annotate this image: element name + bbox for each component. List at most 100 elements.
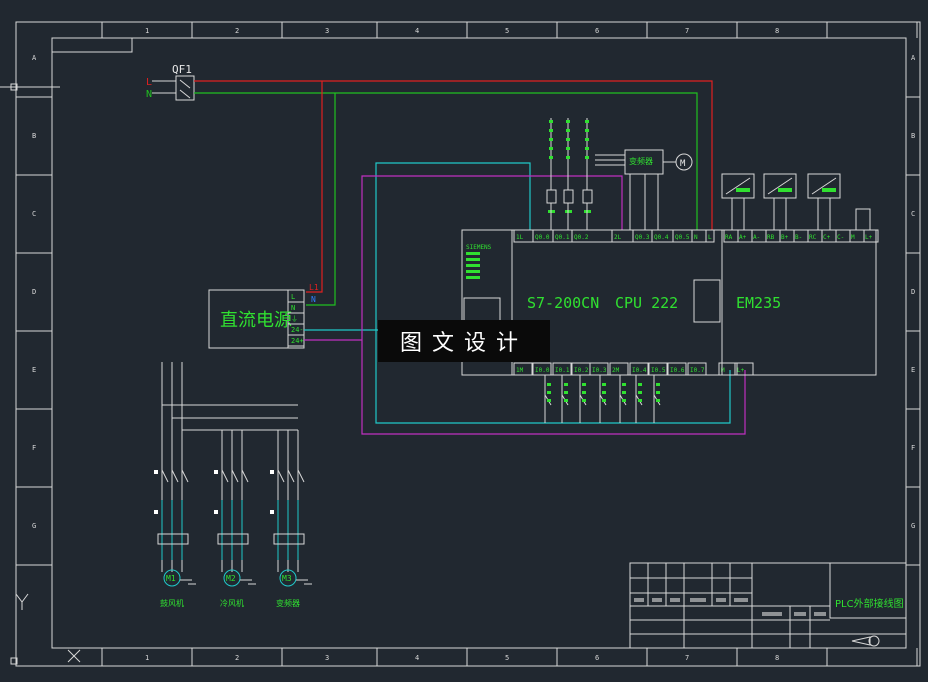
- module-terminal-label: A+: [739, 234, 747, 241]
- module-terminal-label: RC: [809, 234, 817, 241]
- module-terminal-label: B+: [781, 234, 789, 241]
- inverter-label: 变频器: [629, 156, 653, 166]
- plc-cpu: CPU 222: [615, 294, 678, 312]
- watermark: 图文设计: [378, 320, 550, 362]
- plc-top-terminal-label: 2L: [614, 234, 622, 241]
- psu-terminal-label: L: [291, 293, 295, 301]
- breaker-label: QF1: [172, 63, 192, 76]
- motor-id: M3: [282, 574, 292, 583]
- wire-n-psu: [306, 93, 336, 306]
- plc-bottom-terminal-label: M: [721, 367, 725, 374]
- row-letter-left: D: [32, 288, 36, 296]
- row-letter-right: A: [911, 54, 916, 62]
- plc-bottom-terminal-label: L+: [737, 367, 745, 374]
- col-number-bottom: 5: [505, 654, 509, 662]
- plc-model: S7-200CN: [527, 294, 599, 312]
- motor-caption: 冷风机: [220, 598, 244, 608]
- plc-bottom-terminal-label: I0.1: [555, 367, 570, 374]
- module-terminal-label: M: [851, 234, 855, 241]
- psu-terminals: LN ⏚ 24- 24+: [288, 293, 304, 347]
- row-letter-left: G: [32, 522, 36, 530]
- plc-bottom-terminal-label: I0.5: [651, 367, 666, 374]
- plc-bottom-terminal-label: I0.0: [535, 367, 550, 374]
- col-number-bottom: 8: [775, 654, 779, 662]
- col-number-top: 7: [685, 27, 689, 35]
- relay-coil: [582, 189, 593, 204]
- col-number-top: 3: [325, 27, 329, 35]
- module-terminal-label: A-: [753, 234, 760, 241]
- col-number-bottom: 2: [235, 654, 239, 662]
- plc-cpu222: SIEMENS S7-200CN CPU 222 1L Q0.0 Q0.1 Q0.2 2…: [461, 229, 754, 376]
- relay-coil: [546, 189, 557, 204]
- line-n-label: N: [146, 89, 152, 100]
- plc-bottom-terminal-label: I0.6: [670, 367, 685, 374]
- motor-symbol: [163, 569, 181, 587]
- inverter-motor: M: [680, 159, 686, 169]
- plc-bottom-terminal-label: I0.7: [690, 367, 705, 374]
- psu-terminal-label: ⏚: [291, 315, 298, 323]
- plc-bottom-terminal-label: I0.2: [574, 367, 589, 374]
- col-number-bottom: 6: [595, 654, 599, 662]
- module-terminal-label: C+: [823, 234, 831, 241]
- module-terminal-label: B-: [795, 234, 802, 241]
- psu-terminal-label: N: [291, 304, 295, 312]
- row-letter-right: G: [911, 522, 915, 530]
- col-number-top: 6: [595, 27, 599, 35]
- plc-top-terminal-label: Q0.1: [555, 234, 570, 241]
- title-block: PLC外部接线图: [629, 562, 907, 649]
- col-number-bottom: 3: [325, 654, 329, 662]
- module-terminals: RA A+ A- RB B+ B- RC C+ C- M L+: [723, 229, 879, 243]
- psu-terminal-label: 24-: [291, 326, 304, 334]
- wire-tag-l1: L1: [309, 283, 319, 292]
- module-terminal-label: C-: [837, 234, 844, 241]
- psu-terminal-label: 24+: [291, 337, 304, 345]
- outer-frame: [15, 21, 921, 667]
- inner-frame: [51, 37, 907, 649]
- motor-id: M2: [226, 574, 236, 583]
- plc-top-terminal-label: Q0.0: [535, 234, 550, 241]
- wire-tag-n: N: [311, 295, 316, 304]
- plc-top-terminal-label: Q0.5: [675, 234, 690, 241]
- plc-brand: SIEMENS: [466, 244, 492, 251]
- line-l-label: L: [146, 77, 152, 88]
- row-letter-right: E: [911, 366, 915, 374]
- drawing-title: PLC外部接线图: [835, 597, 904, 610]
- plc-top-terminal-label: 1L: [516, 234, 524, 241]
- col-number-top: 2: [235, 27, 239, 35]
- row-letter-left: A: [32, 54, 37, 62]
- row-letter-right: C: [911, 210, 915, 218]
- row-letter-left: F: [32, 444, 36, 452]
- col-number-bottom: 4: [415, 654, 419, 662]
- col-number-top: 8: [775, 27, 779, 35]
- motor-caption: 鼓风机: [160, 598, 184, 608]
- transducer-box: [721, 173, 755, 199]
- plc-top-terminal-label: Q0.2: [574, 234, 589, 241]
- plc-top-terminal-label: L: [708, 234, 712, 241]
- em235-module: EM235 RA A+ A- RB B+ B- RC C+ C- M L+: [721, 173, 879, 376]
- row-letter-left: E: [32, 366, 36, 374]
- motor-id: M1: [166, 574, 176, 583]
- transducer-box: [807, 173, 841, 199]
- plc-bottom-terminal-label: 1M: [516, 367, 524, 374]
- wire-l-psu: [306, 81, 323, 293]
- module-terminal-label: RA: [725, 234, 733, 241]
- module-terminal-label: L+: [865, 234, 873, 241]
- motor-symbol: [279, 569, 297, 587]
- plc-top-terminal-label: Q0.4: [654, 234, 669, 241]
- col-number-top: 1: [145, 27, 149, 35]
- relay-coil: [563, 189, 574, 204]
- transducer-box: [763, 173, 797, 199]
- row-letter-right: B: [911, 132, 915, 140]
- output-coils: [546, 118, 593, 230]
- plc-bottom-terminal-label: I0.4: [632, 367, 647, 374]
- module-name: EM235: [736, 294, 781, 312]
- wire-magenta-bottom: [361, 340, 746, 435]
- module-terminal-label: RB: [767, 234, 775, 241]
